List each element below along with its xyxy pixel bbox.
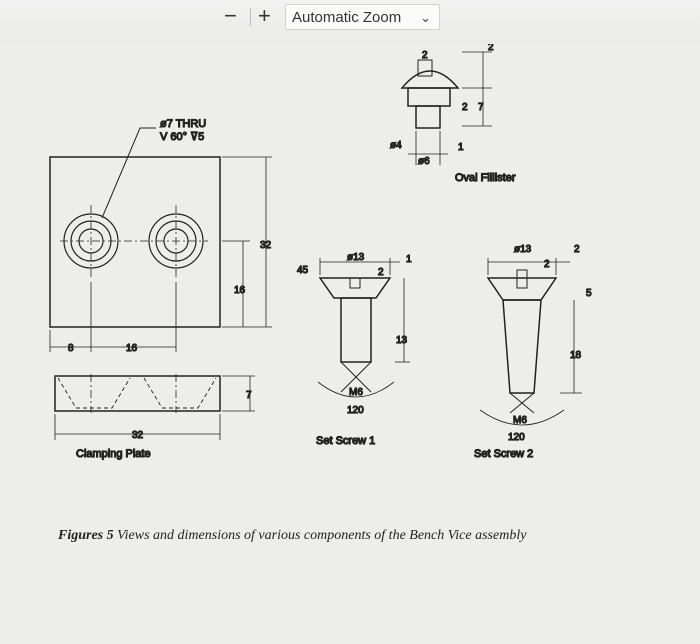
toolbar-separator [250,8,251,26]
oval-fillister-screw [400,51,492,165]
hole-note-1: ø7 THRU [160,118,206,130]
zoom-select[interactable]: Automatic Zoom ⌄ [285,4,440,30]
cp-dim-thickness: 7 [246,390,252,401]
engineering-drawing: ø7 THRU V 60° ⊽5 32 16 8 16 7 32 Clampin… [49,44,593,461]
ss2-dim-head-d: ø13 [514,244,532,255]
of-dim-r7: 7 [478,102,484,113]
ss2-dim-point: 120 [508,432,525,443]
ss2-dim-slot: 2 [544,259,550,270]
ss1-dim-head-h: 1 [406,254,412,265]
of-dim-slot: 2 [422,50,428,61]
set-screw-2 [479,258,582,426]
ss1-dim-head-d: ø13 [347,252,365,263]
figure-caption: Figures 5 Views and dimensions of variou… [58,528,526,544]
ss2-dim-len: 18 [570,350,582,361]
ss1-dim-len: 13 [396,335,408,346]
cp-dim-height: 32 [260,240,272,251]
of-dim-small: 1 [458,142,464,153]
ss1-dim-thread: M6 [349,387,363,398]
ss2-dim-thread: M6 [513,415,527,426]
of-dim-shank: ø4 [390,140,402,151]
figure-caption-label: Figures 5 [58,528,114,543]
chevron-down-icon: ⌄ [420,10,431,25]
figure-caption-text: Views and dimensions of various componen… [117,528,527,543]
set-screw-2-title: Set Screw 2 [474,448,533,460]
cp-dim-edge: 8 [68,343,74,354]
pdf-toolbar: − + Automatic Zoom ⌄ [0,0,700,45]
zoom-out-button[interactable]: − [224,3,237,28]
clamping-plate-title: Clamping Plate [76,448,151,460]
cp-dim-pitch: 16 [126,343,138,354]
ss1-dim-point: 120 [347,405,364,416]
cp-dim-hole-y: 16 [234,285,246,296]
zoom-select-value: Automatic Zoom [292,9,402,26]
clamping-plate-front-view [54,374,255,440]
ss2-dim-top: 5 [586,288,592,299]
oval-fillister-title: Oval Fillister [455,172,516,184]
set-screw-1 [317,258,410,398]
clamping-plate-top-view [49,127,272,352]
set-screw-1-title: Set Screw 1 [316,435,375,447]
cp-dim-width: 32 [132,430,144,441]
ss2-dim-head-h: 2 [574,244,580,255]
ss1-dim-angle: 45 [297,265,309,276]
of-dim-head-r: 2 [488,44,494,53]
of-dim-head-h: 2 [462,102,468,113]
zoom-in-button[interactable]: + [258,3,271,28]
ss1-dim-slot: 2 [378,267,384,278]
of-dim-head-d: ø6 [418,156,430,167]
document-page: ø7 THRU V 60° ⊽5 32 16 8 16 7 32 Clampin… [0,44,700,644]
hole-note-2: V 60° ⊽5 [160,131,204,143]
